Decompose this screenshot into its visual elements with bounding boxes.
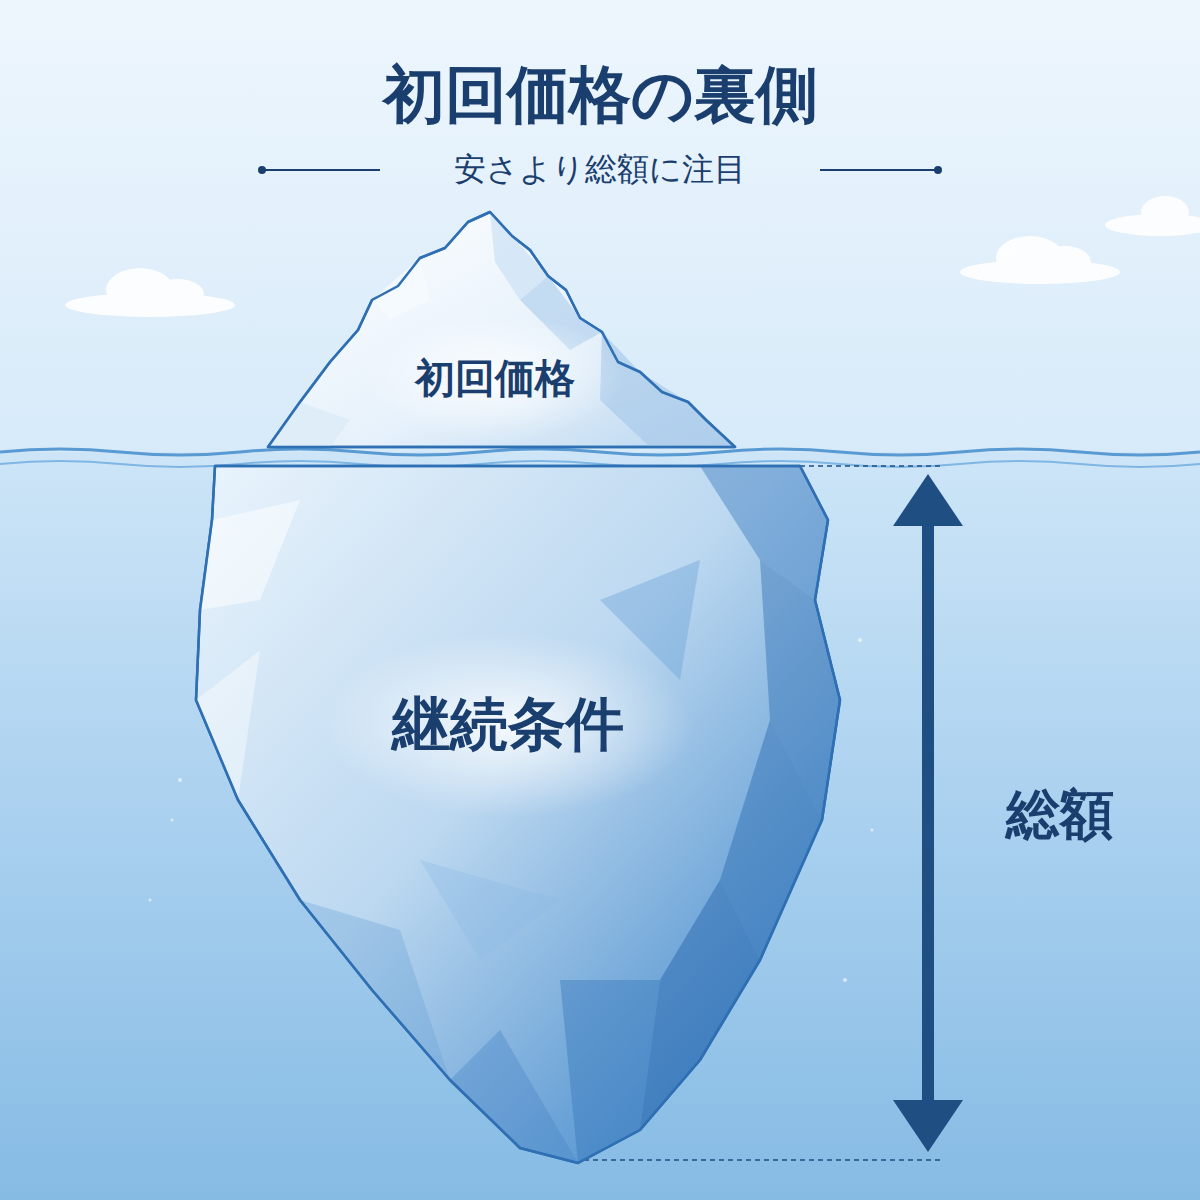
sky — [0, 0, 1200, 460]
iceberg-outline — [196, 466, 840, 1163]
glow — [322, 632, 693, 818]
divider-dot — [258, 166, 266, 174]
dimension-arrow — [922, 520, 934, 1105]
sea — [0, 452, 1200, 1200]
title: 初回価格の裏側 — [383, 53, 818, 137]
node-label: 初回価格 — [415, 351, 575, 406]
dimension-line — [575, 1159, 940, 1161]
iceberg-tip: 初回価格 — [255, 200, 745, 455]
ice-facet — [372, 258, 430, 320]
iceberg-shape — [255, 200, 745, 455]
iceberg-outline — [268, 212, 735, 447]
node-label: 継続条件 — [392, 686, 624, 764]
divider-line — [820, 169, 938, 171]
iceberg-body: 継続条件 — [185, 455, 855, 1175]
arrow-head — [893, 1100, 963, 1152]
iceberg-outline — [196, 466, 840, 1163]
ice-facet — [200, 500, 300, 610]
arrow-head — [893, 474, 963, 526]
ice-facet — [268, 402, 350, 447]
ice-facet — [420, 860, 560, 960]
ice-facet — [640, 880, 760, 1130]
iceberg-shape — [185, 455, 855, 1175]
subtitle: 安さより総額に注目 — [454, 148, 746, 192]
cloud — [65, 196, 1200, 317]
ice-facet — [560, 980, 660, 1163]
divider-dot — [934, 166, 942, 174]
dimension-label: 総額 — [1006, 779, 1114, 852]
divider-line — [262, 169, 380, 171]
waterline — [0, 449, 1200, 455]
iceberg-outline — [268, 212, 735, 447]
glow — [367, 314, 623, 442]
dimension-line — [800, 465, 940, 467]
